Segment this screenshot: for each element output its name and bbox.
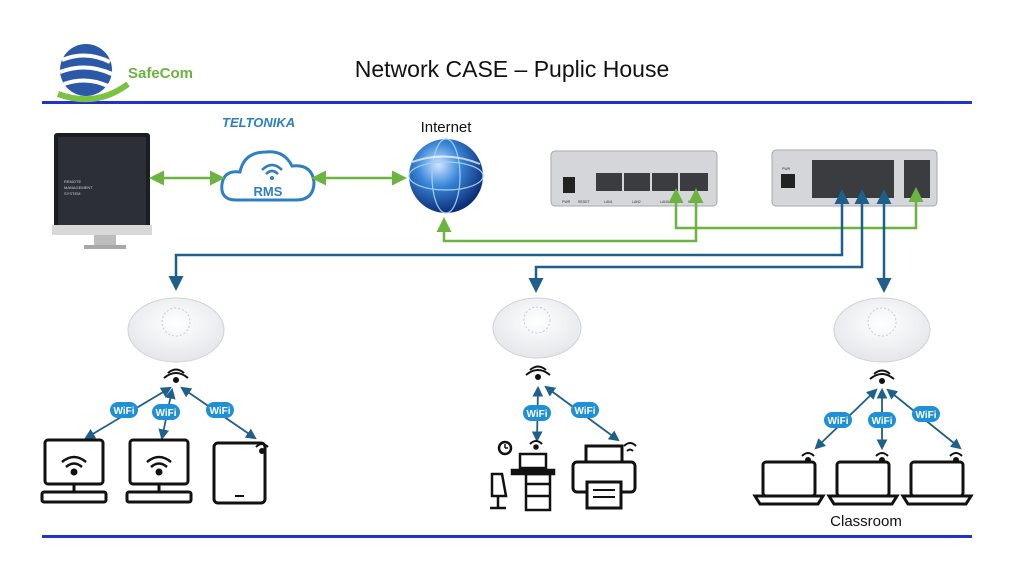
wifi-badge: WiFi [206, 402, 234, 418]
wifi-badge-text: WiFi [871, 416, 892, 427]
internet-globe-icon [408, 138, 484, 214]
access-point-1 [127, 297, 225, 363]
office-desk-icon [490, 440, 556, 512]
wifi-badge-text: WiFi [574, 406, 595, 417]
router-lan1-label: LAN1 [604, 200, 613, 204]
wifi-badge: WiFi [523, 405, 551, 421]
desktop-pc-icon [40, 438, 108, 504]
classroom-label: Classroom [830, 513, 902, 530]
blue-links [168, 189, 892, 293]
header-rule [42, 101, 972, 104]
router-lan3-label: LAN3 [660, 200, 669, 204]
monitor-text-3: SYSTEM [64, 191, 80, 196]
desktop-pc-icon [125, 438, 193, 504]
printer-icon [571, 442, 637, 510]
wifi-badge-text: WiFi [827, 416, 848, 427]
wifi-badge-text: WiFi [526, 409, 547, 420]
rms-label: RMS [254, 184, 283, 199]
monitor-icon: REMOTE MANAGEMENT SYSTEM [52, 133, 152, 249]
logo-text: SafeCom [128, 65, 193, 82]
laptop-icon [826, 452, 900, 506]
internet-label: Internet [421, 119, 473, 136]
tablet-icon [212, 441, 269, 505]
wifi-badge: WiFi [868, 412, 896, 428]
wifi-badge: WiFi [912, 406, 940, 422]
switch-pwr-label: PWR [782, 167, 791, 171]
wifi-badge: WiFi [152, 404, 180, 420]
monitor-text-2: MANAGEMENT [64, 185, 93, 190]
laptop-icon [752, 452, 826, 506]
router-pwr-label: PWR [562, 200, 571, 204]
footer-rule [42, 535, 972, 538]
router-lan2-label: LAN2 [632, 200, 641, 204]
router-reset-label: RESET [578, 200, 591, 204]
wifi-badge-text: WiFi [209, 406, 230, 417]
router-device: PWR RESET LAN1 LAN2 LAN3 WAN [550, 150, 718, 207]
broadcast-icon [525, 365, 551, 380]
wifi-badge-text: WiFi [915, 410, 936, 421]
vendor-logo-text: TELTONIKA [222, 115, 295, 130]
wifi-badge-text: WiFi [113, 406, 134, 417]
monitor-text-1: REMOTE [64, 179, 81, 184]
page-title: Network CASE – Puplic House [354, 56, 670, 82]
laptop-icon [900, 452, 974, 506]
broadcast-icon [869, 369, 895, 384]
wifi-badge-text: WiFi [155, 408, 176, 419]
wifi-badge: WiFi [110, 402, 138, 418]
access-point-3 [833, 297, 931, 363]
switch-ap2-link [528, 189, 870, 293]
broadcast-icon [163, 368, 189, 383]
switch-device: PWR [771, 149, 938, 207]
teltonika-logo: TELTONIKA [222, 115, 295, 130]
wifi-badge: WiFi [571, 402, 599, 418]
access-point-2 [492, 297, 582, 359]
rms-cloud-icon: RMS [220, 150, 316, 202]
safecom-logo: SafeCom [56, 44, 193, 103]
wifi-badge: WiFi [824, 412, 852, 428]
